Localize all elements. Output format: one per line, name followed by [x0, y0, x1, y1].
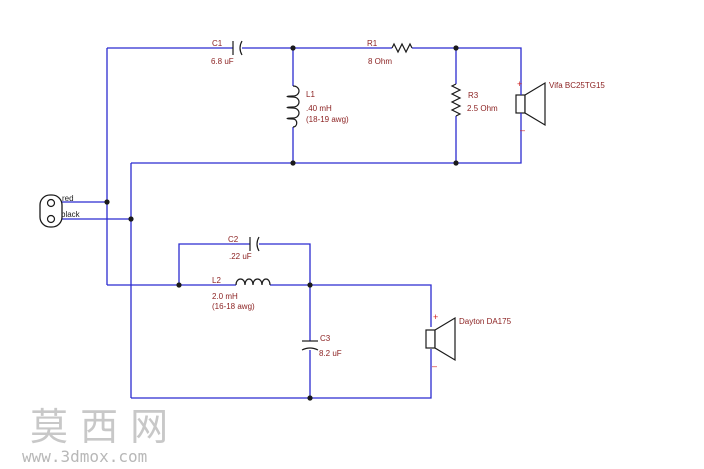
l1-name: L1 — [306, 90, 315, 99]
junction-dot — [290, 160, 296, 166]
tweeter-top-wire — [107, 47, 522, 83]
c3-value: 8.2 uF — [319, 349, 342, 358]
terminal-leads — [55, 201, 131, 220]
l1-value: .40 mH — [306, 104, 332, 113]
woofer-name: Dayton DA175 — [459, 317, 512, 326]
r1-value: 8 Ohm — [368, 57, 392, 66]
r3-name: R3 — [468, 91, 479, 100]
junction-dot — [453, 45, 459, 51]
c2-value: .22 uF — [229, 252, 252, 261]
watermark-chinese: 莫 西 网 — [30, 405, 168, 449]
inductor-l2 — [235, 278, 271, 286]
woofer-plus: + — [433, 312, 438, 322]
capacitor-c3 — [301, 340, 319, 351]
junction-dot — [104, 199, 110, 205]
tweeter-speaker-icon — [515, 81, 546, 127]
capacitor-c1 — [232, 40, 243, 56]
c3-name: C3 — [320, 334, 331, 343]
c2-name: C2 — [228, 235, 239, 244]
r1-name: R1 — [367, 39, 378, 48]
watermark-url: www.3dmox.com — [22, 447, 147, 466]
c2-bypass-wire — [178, 243, 311, 285]
tweeter-plus: + — [517, 79, 522, 89]
l2-gauge: (16-18 awg) — [212, 302, 255, 311]
tweeter-name: Vifa BC25TG15 — [549, 81, 605, 90]
l1-gauge: (18-19 awg) — [306, 115, 349, 124]
junction-dot — [453, 160, 459, 166]
resistor-r1 — [391, 42, 413, 54]
tweeter-minus: – — [520, 125, 525, 135]
junction-dot — [128, 216, 134, 222]
terminal-red-label: red — [62, 194, 74, 203]
r3-value: 2.5 Ohm — [467, 104, 498, 113]
woofer-top-wire — [107, 284, 432, 327]
terminal-black-label: black — [61, 210, 81, 219]
resistor-r3 — [450, 83, 462, 117]
c1-value: 6.8 uF — [211, 57, 234, 66]
woofer-return-wire — [131, 349, 432, 399]
junction-dot — [290, 45, 296, 51]
junction-dot — [307, 282, 313, 288]
c1-name: C1 — [212, 39, 223, 48]
input-terminal-icon — [39, 194, 63, 228]
inductor-l1 — [286, 85, 300, 128]
l2-value: 2.0 mH — [212, 292, 238, 301]
junction-dot — [307, 395, 313, 401]
woofer-minus: – — [432, 361, 437, 371]
tweeter-return-wire — [131, 124, 522, 164]
junctions — [104, 45, 459, 401]
woofer-speaker-icon — [425, 316, 456, 362]
wires — [55, 47, 522, 399]
l2-name: L2 — [212, 276, 221, 285]
junction-dot — [176, 282, 182, 288]
capacitor-c2 — [249, 236, 260, 252]
